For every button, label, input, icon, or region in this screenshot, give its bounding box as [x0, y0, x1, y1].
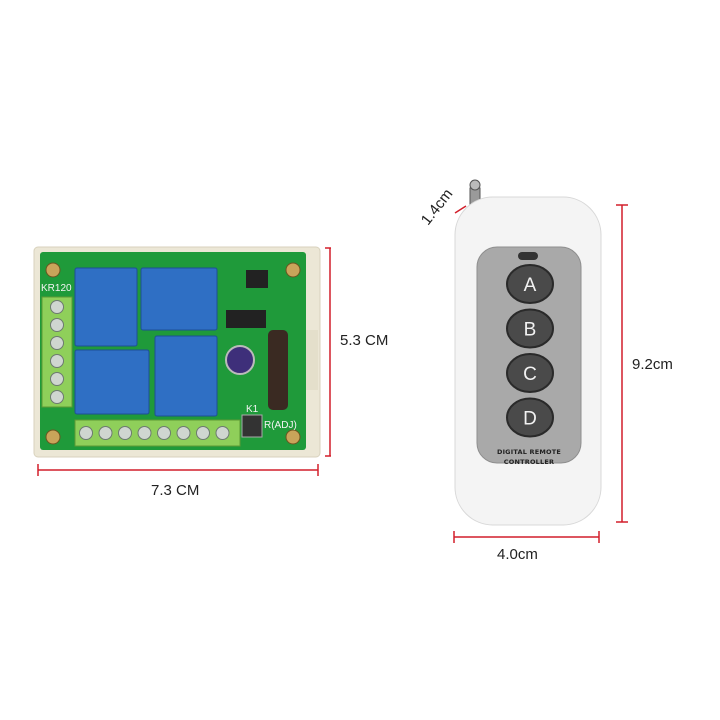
remote-button-d[interactable]: D — [506, 397, 554, 438]
terminal-screw — [157, 426, 171, 440]
board-height-label: 5.3 CM — [340, 332, 388, 349]
terminal-screw — [50, 336, 64, 350]
led-indicator — [518, 252, 538, 260]
remote-button-c[interactable]: C — [506, 353, 554, 393]
chip-small — [246, 270, 268, 288]
adj-label: R(ADJ) — [264, 420, 297, 431]
terminal-screw — [50, 372, 64, 386]
terminal-screw — [79, 426, 93, 440]
board-dimension-lines — [37, 247, 331, 476]
remote-button-label: D — [523, 409, 537, 430]
terminal-screws-bottom — [79, 426, 230, 440]
terminal-screw — [118, 426, 132, 440]
mounting-screws — [45, 262, 301, 445]
relay-2 — [140, 267, 218, 331]
terminal-screw — [98, 426, 113, 440]
terminal-screw — [137, 426, 152, 440]
terminal-screw — [215, 426, 230, 440]
remote-buttons: A B C D — [506, 264, 554, 438]
remote-button-label: C — [523, 364, 537, 385]
button-label: K1 — [246, 404, 259, 415]
brand-line-1: DIGITAL REMOTE — [497, 448, 561, 456]
terminal-screw — [50, 390, 64, 404]
terminal-block-left — [41, 296, 73, 408]
enclosure-tab — [306, 330, 318, 390]
terminal-screw — [50, 354, 64, 368]
remote-width-label: 4.0cm — [497, 546, 538, 563]
remote-button-label: A — [524, 275, 537, 296]
capacitor — [225, 345, 255, 375]
remote-button-b[interactable]: B — [506, 308, 554, 349]
remote-dimension-lines — [453, 204, 628, 543]
relay-3 — [74, 349, 150, 415]
remote-height-label: 9.2cm — [632, 356, 673, 373]
brand-line-2: CONTROLLER — [504, 458, 554, 466]
chip-decoder — [226, 310, 266, 328]
terminal-screw — [196, 426, 210, 440]
relay-4 — [154, 335, 218, 417]
receiver-board: KR120 K1 R(ADJ) — [33, 246, 321, 458]
antenna-length-label: 1.4cm — [418, 186, 457, 229]
remote-button-label: B — [524, 320, 537, 341]
board-model-label: KR120 — [41, 283, 72, 294]
remote-control: A B C D DIGITAL REMOTE CONTROLLER — [454, 179, 602, 526]
terminal-screw — [50, 300, 64, 314]
terminal-screw — [50, 318, 64, 332]
remote-button-a[interactable]: A — [506, 264, 554, 304]
antenna-coil — [268, 330, 288, 410]
relay-1 — [74, 267, 138, 347]
relays — [74, 267, 218, 417]
pair-button[interactable] — [241, 414, 263, 438]
terminal-screws-left — [50, 300, 64, 404]
terminal-screw — [176, 426, 191, 440]
board-width-label: 7.3 CM — [151, 482, 199, 499]
